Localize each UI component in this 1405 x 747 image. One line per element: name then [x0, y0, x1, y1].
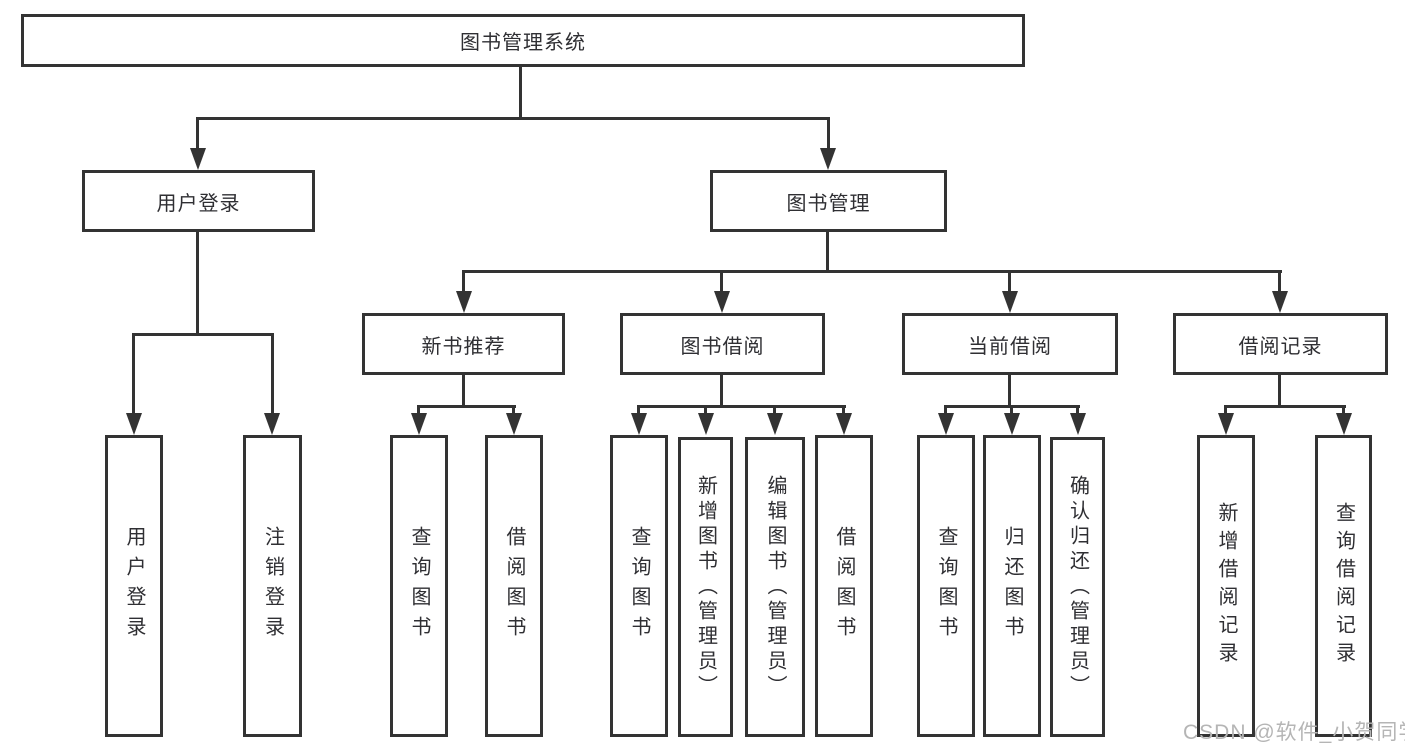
connector-arm-leaf-user-login: [132, 333, 135, 421]
arrowhead-query-books-3: [938, 413, 954, 435]
leaf-query-books-2: 查询图书: [610, 435, 668, 737]
arrowhead-query-record: [1336, 413, 1352, 435]
arrowhead-borrow-books-1: [506, 413, 522, 435]
leaf-edit-books-admin: 编辑图书（管理员）: [745, 437, 805, 737]
node-book-management: 图书管理: [710, 170, 947, 232]
leaf-user-login: 用户登录: [105, 435, 163, 737]
connector-userlogin-branch: [132, 333, 274, 336]
arrowhead-leaf-user-login: [126, 413, 142, 435]
arrowhead-user-login: [190, 148, 206, 170]
connector-current-stem: [1008, 375, 1011, 407]
connector-newbook-branch: [417, 405, 516, 408]
leaf-borrow-books-2: 借阅图书: [815, 435, 873, 737]
leaf-borrow-books-1: 借阅图书: [485, 435, 543, 737]
arrowhead-query-books-2: [631, 413, 647, 435]
leaf-query-borrow-record: 查询借阅记录: [1315, 435, 1372, 737]
connector-arm-leaf-logout: [271, 333, 274, 421]
connector-root-branch: [196, 117, 830, 120]
arrowhead-current-borrowing: [1002, 291, 1018, 313]
connector-arm-book-borrowing: [720, 270, 723, 300]
arrowhead-borrowing-records: [1272, 291, 1288, 313]
connector-borrowing-stem: [720, 375, 723, 407]
arrowhead-query-books-1: [411, 413, 427, 435]
arrowhead-edit-books: [767, 413, 783, 435]
leaf-add-borrow-record: 新增借阅记录: [1197, 435, 1255, 737]
connector-records-branch: [1224, 405, 1346, 408]
connector-newbook-stem: [462, 375, 465, 407]
connector-userlogin-stem: [196, 232, 199, 335]
connector-bookmgmt-branch: [462, 270, 1282, 273]
connector-arm-current-borrowing: [1008, 270, 1011, 300]
connector-records-stem: [1278, 375, 1281, 407]
arrowhead-leaf-logout: [264, 413, 280, 435]
leaf-logout: 注销登录: [243, 435, 302, 737]
leaf-query-books-1: 查询图书: [390, 435, 448, 737]
arrowhead-add-record: [1218, 413, 1234, 435]
arrowhead-book-borrowing: [714, 291, 730, 313]
connector-arm-borrowing-records: [1278, 270, 1281, 300]
csdn-watermark: CSDN @软件_小贺同学: [1183, 721, 1405, 744]
arrowhead-book-management: [820, 148, 836, 170]
connector-arm-user-login: [196, 117, 199, 157]
arrowhead-borrow-books-2: [836, 413, 852, 435]
node-user-login: 用户登录: [82, 170, 315, 232]
node-library-system: 图书管理系统: [21, 14, 1025, 67]
node-book-borrowing: 图书借阅: [620, 313, 825, 375]
arrowhead-confirm-return: [1070, 413, 1086, 435]
node-borrowing-records: 借阅记录: [1173, 313, 1388, 375]
node-current-borrowing: 当前借阅: [902, 313, 1118, 375]
connector-root-stem: [519, 67, 522, 119]
arrowhead-add-books: [698, 413, 714, 435]
connector-arm-book-management: [827, 117, 830, 157]
connector-borrowing-branch: [637, 405, 846, 408]
connector-arm-new-book: [462, 270, 465, 300]
arrowhead-new-book: [456, 291, 472, 313]
connector-bookmgmt-stem: [826, 232, 829, 272]
leaf-add-books-admin: 新增图书（管理员）: [678, 437, 733, 737]
arrowhead-return-books: [1004, 413, 1020, 435]
leaf-return-books: 归还图书: [983, 435, 1041, 737]
leaf-confirm-return-admin: 确认归还（管理员）: [1050, 437, 1105, 737]
leaf-query-books-3: 查询图书: [917, 435, 975, 737]
node-new-book-recommend: 新书推荐: [362, 313, 565, 375]
